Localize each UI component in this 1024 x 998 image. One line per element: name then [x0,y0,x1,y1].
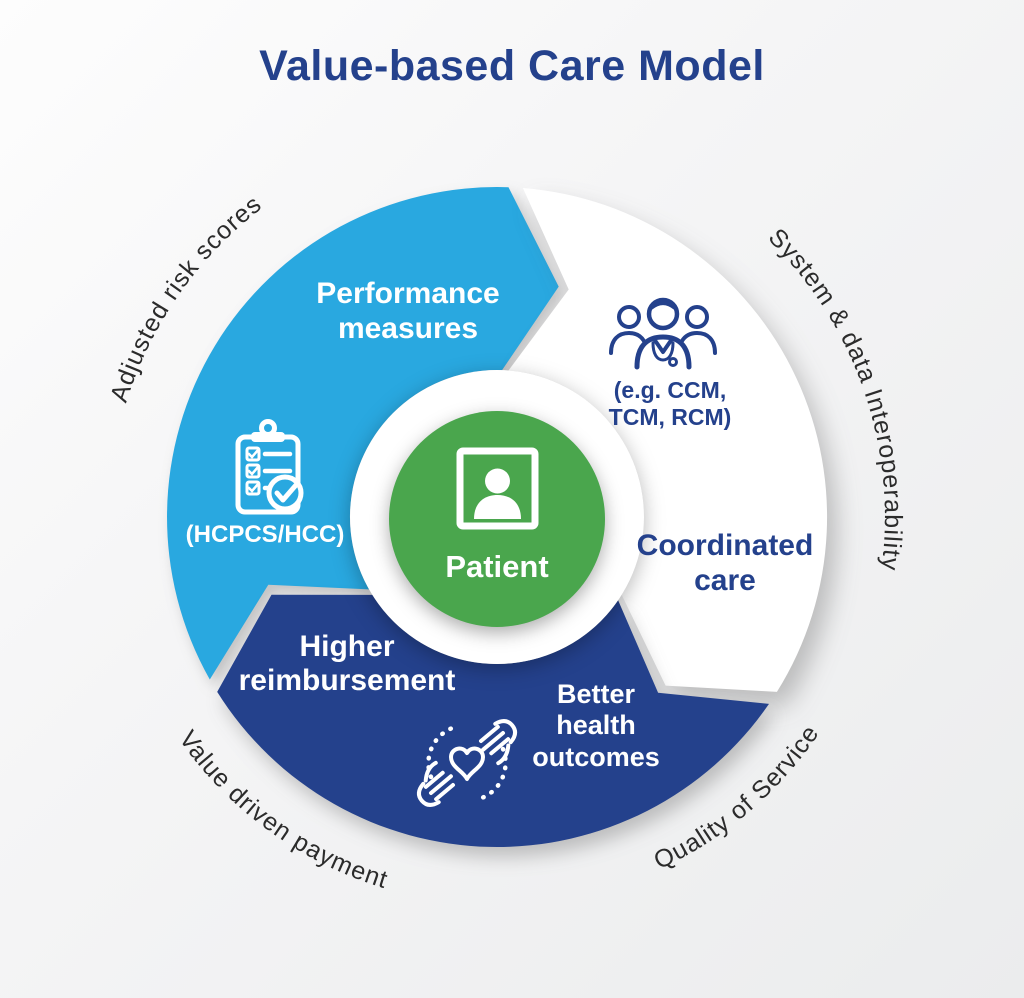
care-team-icon [609,297,717,370]
patient-photo-icon [456,447,539,530]
ring-segments [167,187,828,847]
hands-heart-icon [416,719,518,807]
segment-coordinated-care [508,188,828,692]
page-title: Value-based Care Model [259,42,765,90]
clipboard-checklist-icon [235,419,304,515]
better-health-outcomes-label: Better health outcomes [532,679,660,772]
performance-measures-label: Performance measures [316,277,500,346]
patient-label: Patient [445,549,549,584]
segment-performance-measures [167,187,559,680]
hcpcs-hcc-label: (HCPCS/HCC) [185,521,345,548]
ccm-tcm-rcm-label: (e.g. CCM, TCM, RCM) [608,377,732,431]
coordinated-care-label: Coordinated care [636,529,814,598]
segment-outcomes [217,594,769,847]
higher-reimbursement-label: Higher reimbursement [238,630,456,697]
